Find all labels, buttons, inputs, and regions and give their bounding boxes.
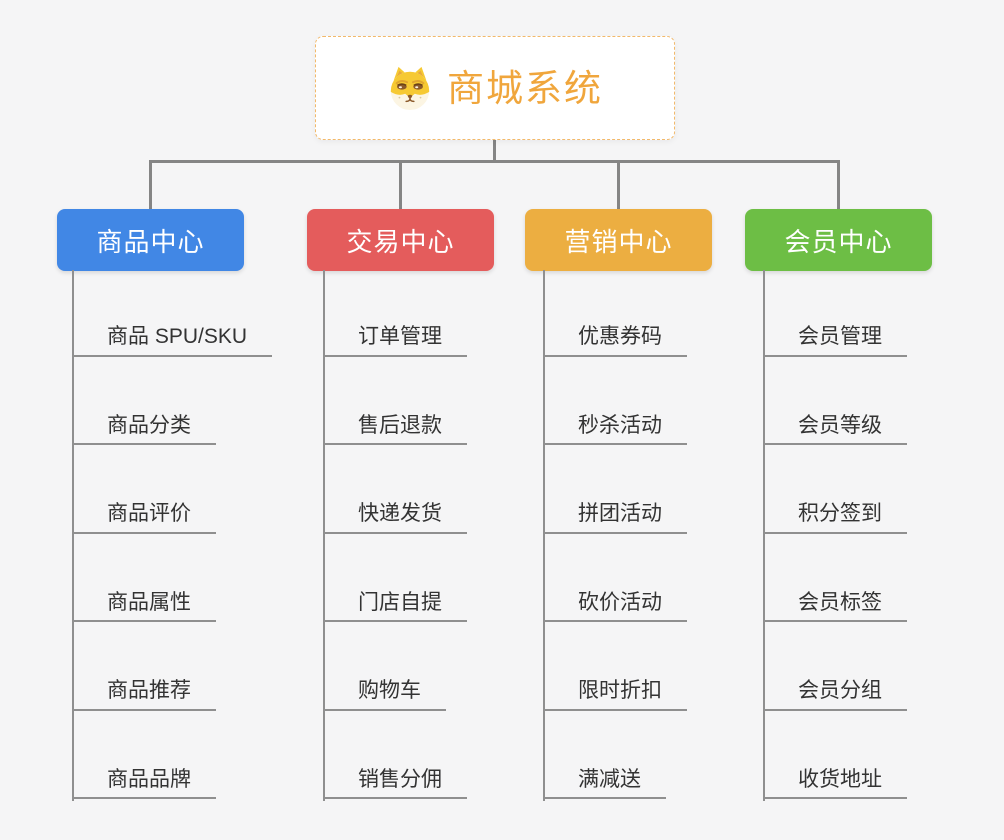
- leaf-label: 商品分类: [107, 413, 191, 437]
- leaf-label: 砍价活动: [578, 590, 662, 614]
- leaf-item[interactable]: 商品推荐: [72, 622, 216, 711]
- leaf-item[interactable]: 会员标签: [763, 534, 907, 622]
- branch-box-product-center[interactable]: 商品中心: [57, 209, 244, 271]
- leaf-item[interactable]: 商品分类: [72, 357, 216, 445]
- connector-stub-product: [149, 160, 152, 209]
- leaf-item[interactable]: 秒杀活动: [543, 357, 687, 445]
- leaf-item[interactable]: 商品评价: [72, 445, 216, 534]
- leaf-label: 积分签到: [798, 502, 882, 526]
- leaf-label: 会员管理: [798, 325, 882, 349]
- leaf-item[interactable]: 限时折扣: [543, 622, 687, 711]
- leaf-label: 会员分组: [798, 679, 882, 703]
- leaf-label: 售后退款: [358, 413, 442, 437]
- leaf-label: 销售分佣: [358, 767, 442, 791]
- leaf-item[interactable]: 商品品牌: [72, 711, 216, 799]
- branch-member-leaf-list: 会员管理 会员等级 积分签到 会员标签 会员分组 收货地址: [763, 268, 907, 801]
- leaf-item[interactable]: 订单管理: [323, 268, 467, 357]
- leaf-item[interactable]: 门店自提: [323, 534, 467, 622]
- branch-box-member-center[interactable]: 会员中心: [745, 209, 932, 271]
- leaf-item[interactable]: 销售分佣: [323, 711, 467, 799]
- leaf-label: 快递发货: [358, 502, 442, 526]
- branch-product-leaf-list: 商品 SPU/SKU 商品分类 商品评价 商品属性 商品推荐 商品品牌: [72, 268, 273, 801]
- leaf-item[interactable]: 商品 SPU/SKU: [72, 268, 273, 357]
- leaf-label: 会员标签: [798, 590, 882, 614]
- leaf-item[interactable]: 积分签到: [763, 445, 907, 534]
- leaf-item[interactable]: 拼团活动: [543, 445, 687, 534]
- leaf-label: 商品品牌: [107, 767, 191, 791]
- branch-box-trade-center[interactable]: 交易中心: [307, 209, 494, 271]
- root-node[interactable]: 商城系统: [315, 36, 675, 140]
- leaf-item[interactable]: 优惠券码: [543, 268, 687, 357]
- connector-horizontal-line: [149, 160, 840, 163]
- leaf-item[interactable]: 购物车: [323, 622, 446, 711]
- leaf-label: 满减送: [578, 767, 641, 791]
- leaf-label: 购物车: [358, 679, 421, 703]
- leaf-label: 限时折扣: [578, 679, 662, 703]
- doge-icon: [387, 65, 433, 111]
- leaf-item[interactable]: 砍价活动: [543, 534, 687, 622]
- connector-stub-member: [837, 160, 840, 209]
- branch-box-marketing-center[interactable]: 营销中心: [525, 209, 712, 271]
- leaf-label: 订单管理: [358, 325, 442, 349]
- leaf-label: 会员等级: [798, 413, 882, 437]
- leaf-label: 收货地址: [798, 767, 882, 791]
- root-title: 商城系统: [447, 67, 603, 109]
- branch-trade-vline: [323, 270, 325, 801]
- leaf-item[interactable]: 售后退款: [323, 357, 467, 445]
- connector-stub-marketing: [617, 160, 620, 209]
- leaf-label: 商品 SPU/SKU: [107, 325, 248, 349]
- branch-marketing-vline: [543, 270, 545, 801]
- leaf-label: 拼团活动: [578, 502, 662, 526]
- leaf-label: 秒杀活动: [578, 413, 662, 437]
- branch-trade-leaf-list: 订单管理 售后退款 快递发货 门店自提 购物车 销售分佣: [323, 268, 467, 801]
- leaf-label: 商品评价: [107, 502, 191, 526]
- branch-product-vline: [72, 270, 74, 801]
- leaf-item[interactable]: 会员等级: [763, 357, 907, 445]
- leaf-item[interactable]: 商品属性: [72, 534, 216, 622]
- leaf-item[interactable]: 收货地址: [763, 711, 907, 799]
- leaf-label: 商品推荐: [107, 679, 191, 703]
- branch-marketing-leaf-list: 优惠券码 秒杀活动 拼团活动 砍价活动 限时折扣 满减送: [543, 268, 687, 801]
- leaf-label: 商品属性: [107, 590, 191, 614]
- connector-stub-trade: [399, 160, 402, 209]
- connector-root-stub: [493, 140, 496, 163]
- leaf-item[interactable]: 满减送: [543, 711, 666, 799]
- leaf-item[interactable]: 会员分组: [763, 622, 907, 711]
- leaf-item[interactable]: 会员管理: [763, 268, 907, 357]
- branch-member-vline: [763, 270, 765, 801]
- leaf-label: 门店自提: [358, 590, 442, 614]
- leaf-item[interactable]: 快递发货: [323, 445, 467, 534]
- leaf-label: 优惠券码: [578, 325, 662, 349]
